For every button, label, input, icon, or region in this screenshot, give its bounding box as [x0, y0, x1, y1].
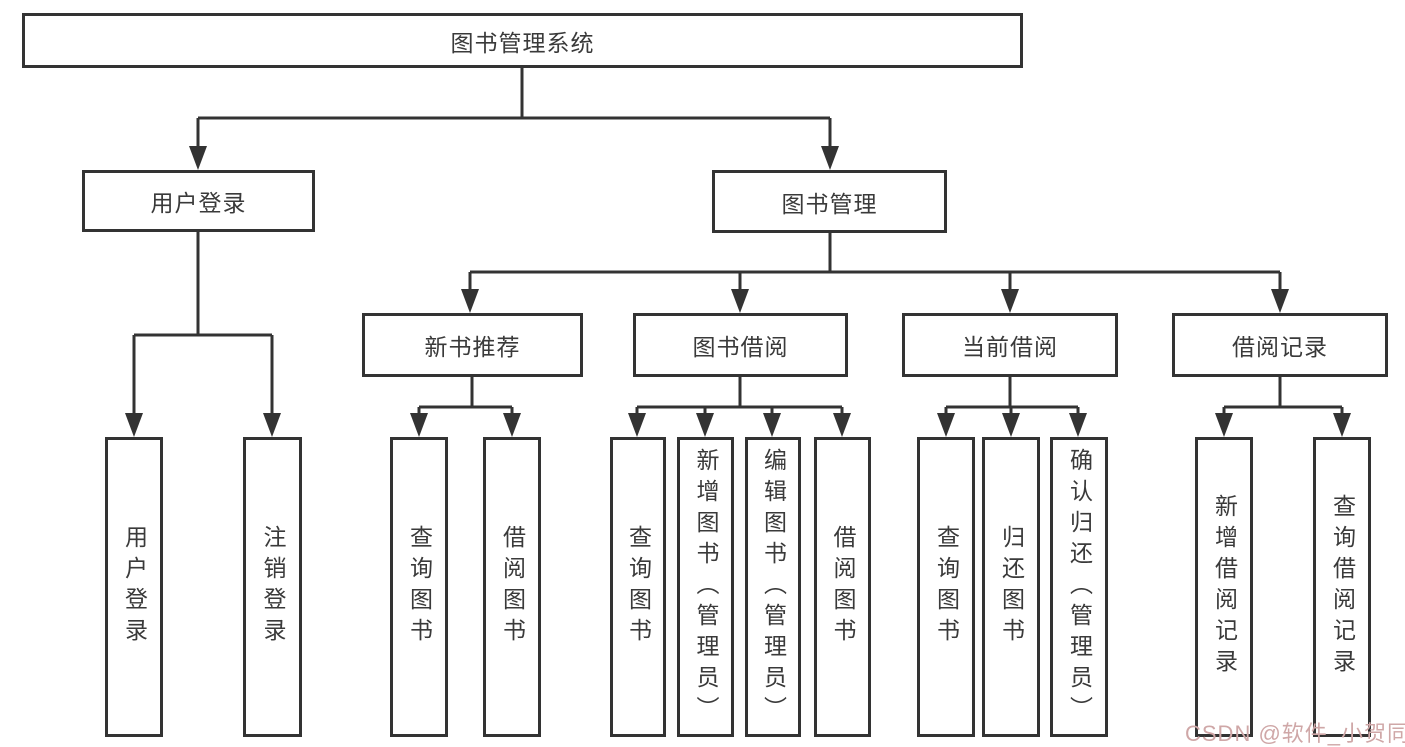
- node-borrow-records-label: 借阅记录: [1232, 334, 1328, 360]
- connector-bookmgmt-level2: [468, 233, 1282, 289]
- arrowhead-login-children: [125, 413, 281, 437]
- node-leaf-query-borrow-record-label: 查询借阅记录: [1329, 494, 1356, 680]
- node-new-book-recommend: 新书推荐: [362, 313, 583, 377]
- node-leaf-borrow-books-2: 借阅图书: [814, 437, 871, 737]
- connector-borrow-children: [635, 377, 844, 413]
- connector-root-to-level1: [196, 68, 832, 146]
- node-leaf-query-books-2: 查询图书: [610, 437, 666, 737]
- node-leaf-add-borrow-record: 新增借阅记录: [1195, 437, 1253, 737]
- node-leaf-borrow-books-2-label: 借阅图书: [830, 525, 856, 649]
- node-leaf-query-books-3: 查询图书: [917, 437, 975, 737]
- node-leaf-borrow-books-1-label: 借阅图书: [499, 525, 526, 649]
- node-current-borrowing-label: 当前借阅: [962, 334, 1058, 360]
- connector-current-children: [944, 377, 1080, 413]
- node-leaf-query-borrow-record: 查询借阅记录: [1313, 437, 1371, 737]
- node-user-login: 用户登录: [82, 170, 315, 232]
- node-leaf-return-books: 归还图书: [982, 437, 1040, 737]
- arrowhead-records-children: [1215, 413, 1351, 437]
- node-leaf-query-books-2-label: 查询图书: [625, 525, 652, 649]
- node-borrow-records: 借阅记录: [1172, 313, 1388, 377]
- node-leaf-logout-label: 注销登录: [260, 525, 286, 649]
- arrowhead-level2: [461, 289, 1289, 313]
- connector-records-children: [1222, 377, 1344, 413]
- node-leaf-return-books-label: 归还图书: [998, 525, 1025, 649]
- node-leaf-borrow-books-1: 借阅图书: [483, 437, 541, 737]
- node-leaf-user-login-label: 用户登录: [121, 525, 148, 649]
- node-current-borrowing: 当前借阅: [902, 313, 1118, 377]
- node-leaf-user-login: 用户登录: [105, 437, 163, 737]
- node-leaf-add-book-admin-label: 新增图书（管理员）: [693, 447, 719, 727]
- node-book-management: 图书管理: [712, 170, 947, 233]
- arrowhead-newbook-children: [410, 413, 521, 437]
- arrowhead-borrow-children: [628, 413, 851, 437]
- node-leaf-confirm-return-admin-label: 确认归还（管理员）: [1066, 447, 1093, 727]
- node-leaf-query-books-3-label: 查询图书: [933, 525, 960, 649]
- node-leaf-edit-book-admin-label: 编辑图书（管理员）: [760, 447, 787, 727]
- csdn-watermark: CSDN @软件_小贺同学: [1185, 721, 1405, 746]
- node-user-login-label: 用户登录: [150, 190, 247, 216]
- node-leaf-query-books-1: 查询图书: [390, 437, 448, 737]
- node-leaf-edit-book-admin: 编辑图书（管理员）: [745, 437, 801, 737]
- arrowhead-level1: [189, 146, 839, 170]
- node-leaf-query-books-1-label: 查询图书: [406, 525, 433, 649]
- node-system-root: 图书管理系统: [22, 13, 1023, 68]
- node-book-management-label: 图书管理: [781, 190, 878, 217]
- node-book-borrowing-label: 图书借阅: [692, 334, 789, 360]
- node-leaf-add-borrow-record-label: 新增借阅记录: [1211, 494, 1238, 680]
- connector-login-children: [132, 232, 274, 413]
- node-book-borrowing: 图书借阅: [633, 313, 848, 377]
- arrowhead-current-children: [937, 413, 1087, 437]
- node-leaf-confirm-return-admin: 确认归还（管理员）: [1050, 437, 1108, 737]
- node-leaf-logout: 注销登录: [243, 437, 302, 737]
- node-leaf-add-book-admin: 新增图书（管理员）: [677, 437, 734, 737]
- node-system-root-label: 图书管理系统: [450, 29, 595, 56]
- connector-newbook-children: [417, 377, 514, 413]
- node-new-book-recommend-label: 新书推荐: [424, 334, 521, 360]
